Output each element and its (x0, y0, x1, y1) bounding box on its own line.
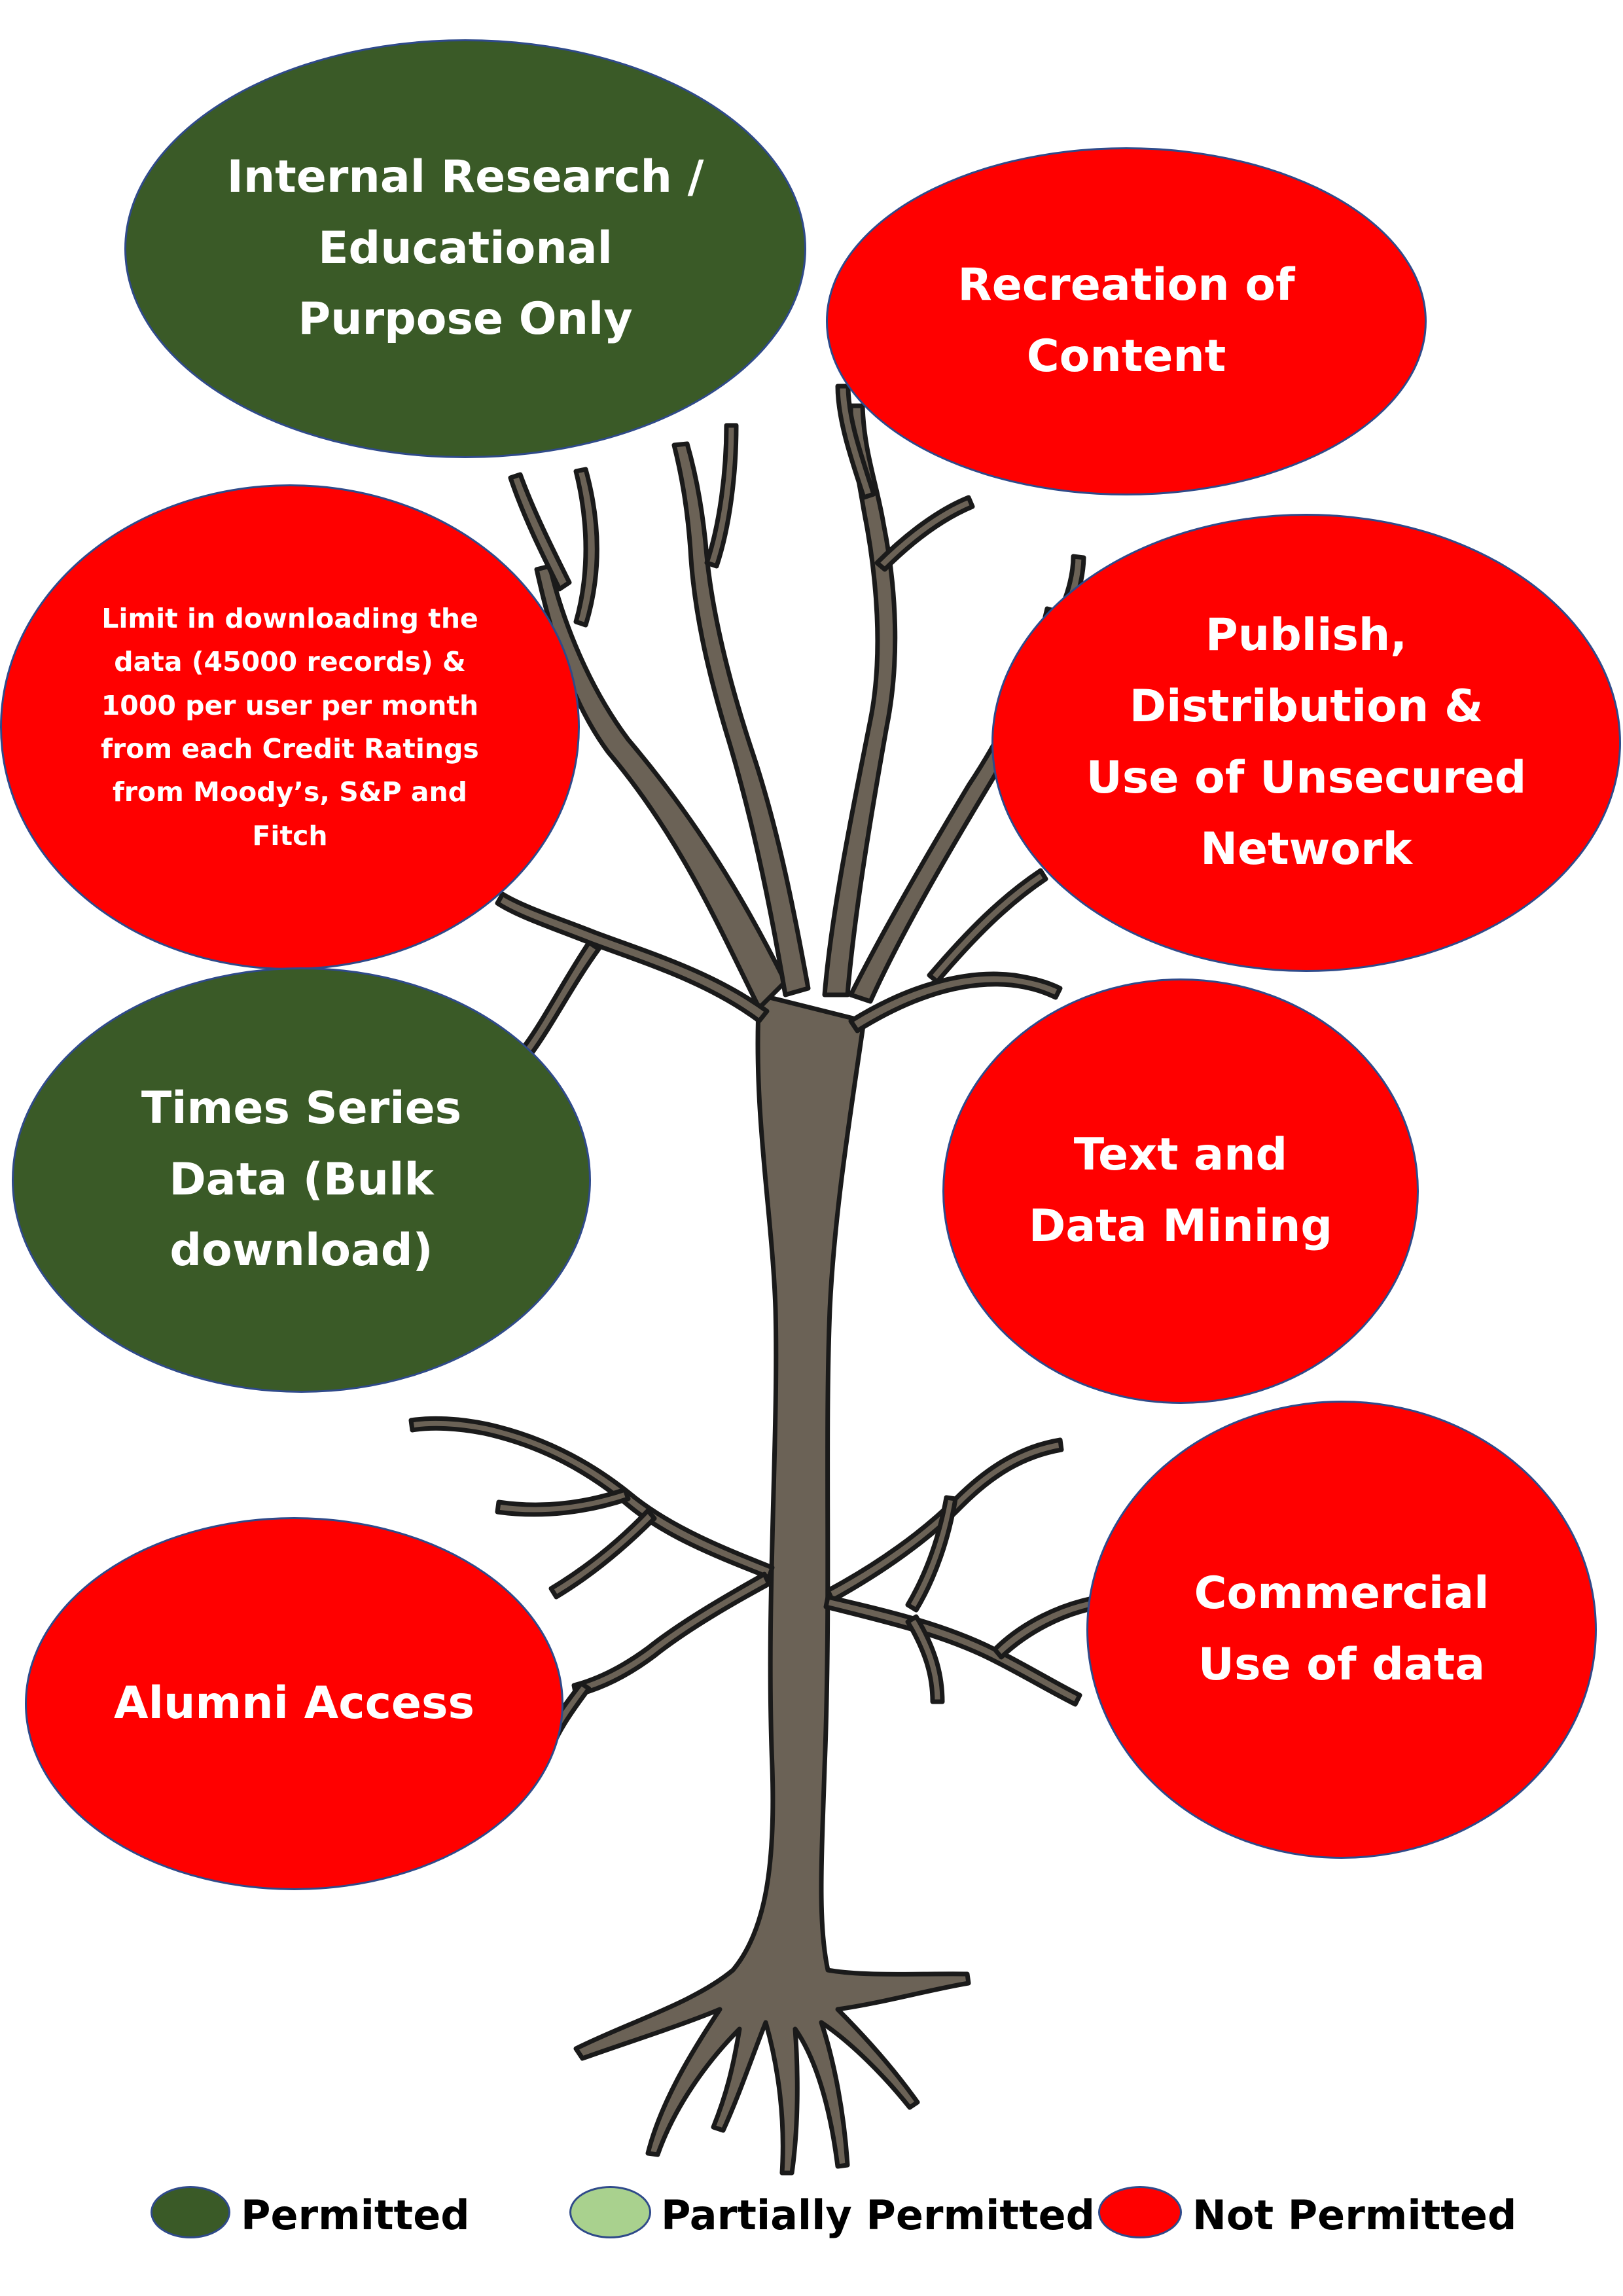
bubble-label: Limit in downloading the data (45000 rec… (101, 602, 479, 852)
bubble-time-series-data: Times Series Data (Bulk download) (12, 967, 591, 1393)
bubble-commercial-use: Commercial Use of data (1086, 1401, 1597, 1859)
bubble-label: Internal Research / Educational Purpose … (226, 151, 704, 346)
legend-swatch-not-permitted (1098, 2186, 1182, 2238)
tree-icon (408, 384, 1103, 2176)
bubble-label: Recreation of Content (957, 259, 1295, 382)
legend-swatch-partially-permitted (569, 2186, 651, 2238)
bubble-label: Commercial Use of data (1194, 1568, 1489, 1691)
bubble-label: Alumni Access (114, 1677, 474, 1729)
bubble-text-data-mining: Text and Data Mining (942, 978, 1419, 1404)
bubble-alumni-access: Alumni Access (25, 1517, 563, 1890)
bubble-recreation-of-content: Recreation of Content (826, 147, 1427, 495)
bubble-publish-distribution: Publish, Distribution & Use of Unsecured… (991, 514, 1621, 972)
legend-label-partially-permitted: Partially Permitted (661, 2191, 1096, 2239)
bubble-label: Text and Data Mining (1028, 1129, 1333, 1252)
legend-swatch-permitted (151, 2186, 230, 2238)
bubble-label: Times Series Data (Bulk download) (141, 1082, 462, 1277)
bubble-label: Publish, Distribution & Use of Unsecured… (1086, 609, 1527, 875)
legend-label-permitted: Permitted (241, 2191, 470, 2239)
bubble-internal-research: Internal Research / Educational Purpose … (124, 39, 806, 458)
bubble-download-limit: Limit in downloading the data (45000 rec… (0, 484, 580, 970)
legend-label-not-permitted: Not Permitted (1192, 2191, 1517, 2239)
